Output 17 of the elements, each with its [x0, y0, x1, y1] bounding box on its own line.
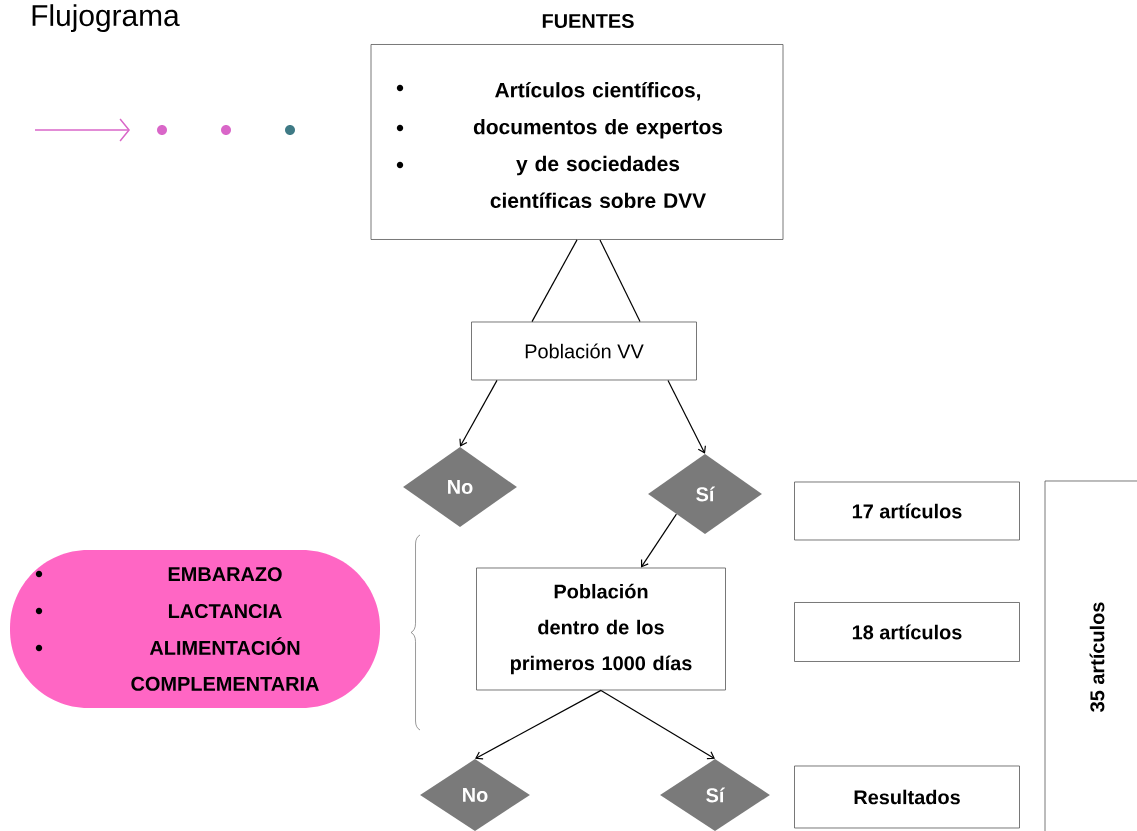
- heading: FUENTES: [542, 13, 634, 29]
- connector: [640, 513, 677, 568]
- source-box: Artículos científicos, documentos de expertos y de sociedades científicas sobre DVV: [370, 44, 784, 240]
- total-box: 35 artículos: [1044, 480, 1137, 831]
- process-box: Resultados: [794, 765, 1020, 829]
- title: Flujograma: [32, 4, 180, 33]
- connector: [531, 239, 578, 323]
- process-box: Población VV: [471, 321, 697, 381]
- process-box: 18 artículos: [794, 602, 1020, 662]
- connector: [599, 239, 641, 323]
- process-box: 17 artículos: [794, 481, 1020, 541]
- connector: [600, 689, 715, 760]
- connector: [459, 379, 498, 447]
- process-box: Población dentro de los primeros 1000 días: [476, 567, 726, 691]
- category-pill: EMBARAZO LACTANCIA ALIMENTACIÓN COMPLEMENTARIA: [10, 550, 380, 708]
- connector: [667, 379, 706, 454]
- connector: [475, 689, 602, 760]
